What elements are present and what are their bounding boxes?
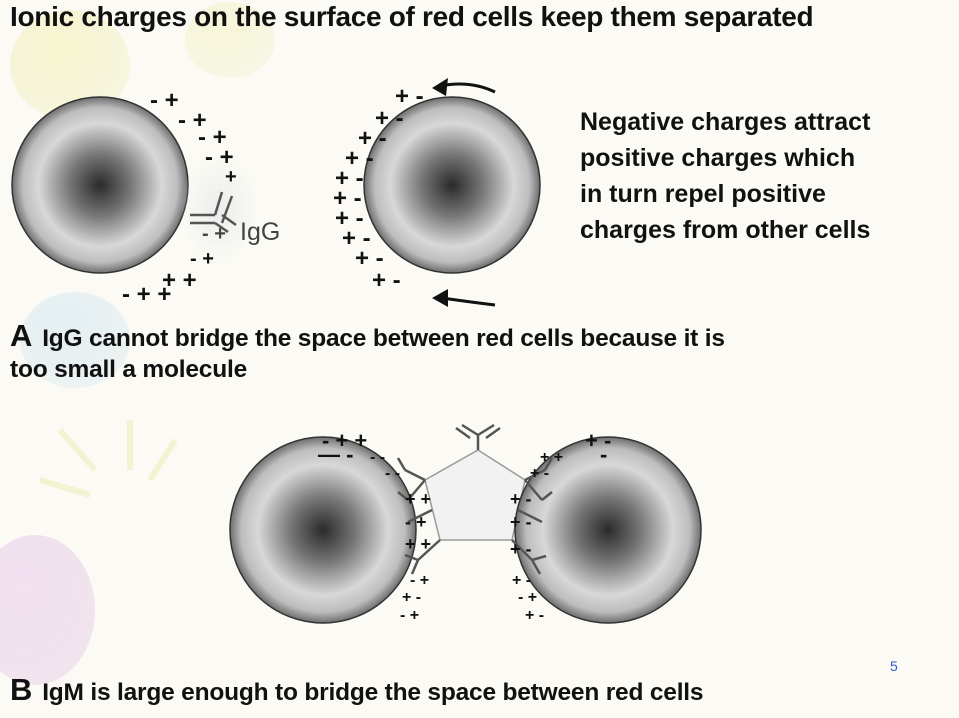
caption-a-line-2: too small a molecule <box>10 356 247 383</box>
charge-mark: - - <box>385 465 400 482</box>
note-line-4: charges from other cells <box>580 216 871 244</box>
charge-mark: + - <box>510 512 532 532</box>
charge-mark: + - <box>530 465 549 482</box>
charge-mark: + - <box>395 83 424 110</box>
igg-label: IgG <box>240 218 280 246</box>
red-cell-left-b <box>229 436 417 624</box>
note-line-3: in turn repel positive <box>580 180 826 208</box>
igm-pentamer-body <box>424 449 526 541</box>
charge-mark: + - <box>358 125 387 152</box>
charges-right-cell-a: + - + - + - + - + - + - + - + - + - + - <box>333 83 424 294</box>
note-line-2: positive charges which <box>580 144 856 172</box>
charge-mark: + - <box>510 539 532 559</box>
slide-title: Ionic charges on the surface of red cell… <box>10 1 814 32</box>
charge-mark: + - <box>525 607 544 624</box>
charge-mark: + - <box>402 589 421 606</box>
red-cell-right-b <box>514 436 702 624</box>
caption-b: B IgM is large enough to bridge the space… <box>10 672 704 708</box>
charge-mark: - + <box>410 572 429 589</box>
charge-mark: - + + <box>322 428 367 453</box>
balloon-purple <box>0 535 95 685</box>
arrow-head-bottom <box>432 289 448 307</box>
charge-mark: - + <box>178 107 207 134</box>
balloon-blue <box>20 292 130 388</box>
charge-mark: + - <box>342 225 371 252</box>
charges-left-cell-b: - + + — - - - - - + + - + + + - + + - - … <box>318 428 431 624</box>
charge-mark: - + <box>150 87 179 114</box>
charge-mark: + - <box>585 428 611 453</box>
charges-right-cell-b: + - - + + + - + - + - + - + - - + + - <box>510 428 611 624</box>
charge-mark: + - <box>335 205 364 232</box>
sun-rays <box>39 420 178 498</box>
charge-mark: + - <box>372 267 401 294</box>
charge-mark: - + <box>400 607 419 624</box>
balloon-yellow <box>10 10 130 120</box>
charge-mark: + - <box>512 572 531 589</box>
charge-mark: + - <box>355 245 384 272</box>
cell-gap-shading <box>180 155 260 265</box>
charge-mark: + - <box>375 105 404 132</box>
charge-mark: + + <box>540 449 563 466</box>
charge-mark: + <box>225 166 237 188</box>
charges-left-cell-a: - + - + - + - + + - + - + + + - + + <box>122 87 237 308</box>
panel-letter-b: B <box>10 672 33 707</box>
caption-a-text: IgG cannot bridge the space between red … <box>42 325 725 352</box>
charge-mark: — - <box>318 442 353 467</box>
charge-mark: - + <box>190 248 214 270</box>
note-line-1: Negative charges attract <box>580 108 871 136</box>
caption-b-text: IgM is large enough to bridge the space … <box>42 679 704 706</box>
charge-mark: + + <box>405 489 431 509</box>
charge-mark: + - <box>345 145 374 172</box>
charge-mark: - + <box>205 144 234 171</box>
balloon-yellow-small <box>185 2 275 78</box>
charge-mark: - - <box>370 449 385 466</box>
red-cell-right-a <box>363 96 541 274</box>
igg-antibody-icon <box>190 191 237 234</box>
charge-mark: - + <box>202 223 226 245</box>
charge-mark: - + + <box>122 281 171 308</box>
caption-a-line-1: A IgG cannot bridge the space between red… <box>10 318 725 354</box>
igm-antibody-icon <box>396 423 554 575</box>
charge-mark: + + <box>162 267 197 294</box>
panel-letter-a: A <box>10 318 33 353</box>
charge-mark: - + <box>405 512 427 532</box>
page-number: 5 <box>890 658 898 674</box>
charge-mark: + - <box>510 489 532 509</box>
charge-mark: + - <box>333 185 362 212</box>
charge-mark: - + <box>198 124 227 151</box>
arrow-head-top <box>432 78 448 96</box>
charge-mark: - + <box>518 589 537 606</box>
charge-mark: + - <box>335 165 364 192</box>
charge-mark: + + <box>405 534 431 554</box>
charge-mark: - <box>600 442 607 467</box>
